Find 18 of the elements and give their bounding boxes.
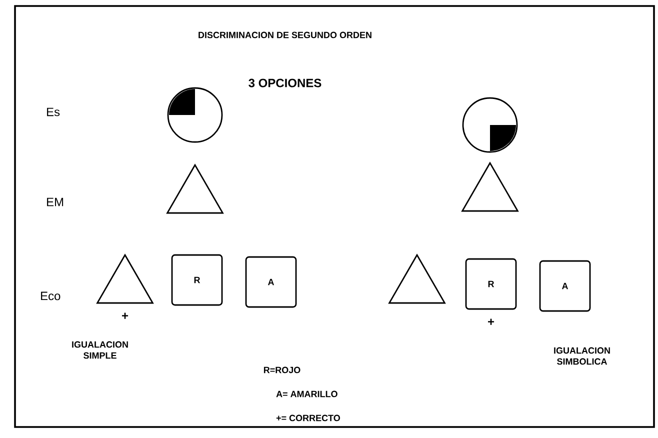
circle-symbol (167, 87, 223, 143)
circle-symbol (462, 97, 518, 153)
caption: IGUALACION SIMPLE (72, 341, 128, 359)
title: DISCRIMINACION DE SEGUNDO ORDEN (198, 32, 372, 38)
row-label: Eco (41, 292, 60, 300)
plus-sign: + (488, 318, 494, 325)
caption: IGUALACION SIMBOLICA (554, 347, 610, 365)
row-label: Es (47, 108, 60, 116)
plus-sign: + (122, 312, 128, 319)
key-text: A= AMARILLO (276, 390, 338, 398)
key-text: += CORRECTO (276, 414, 340, 422)
letter-square: R (465, 258, 517, 310)
row-label: EM (47, 198, 64, 206)
key-text: R=ROJO (264, 366, 300, 374)
letter-square: R (171, 254, 223, 306)
subtitle: 3 OPCIONES (248, 78, 322, 88)
letter-square: A (245, 256, 297, 308)
letter-square: A (539, 260, 591, 312)
